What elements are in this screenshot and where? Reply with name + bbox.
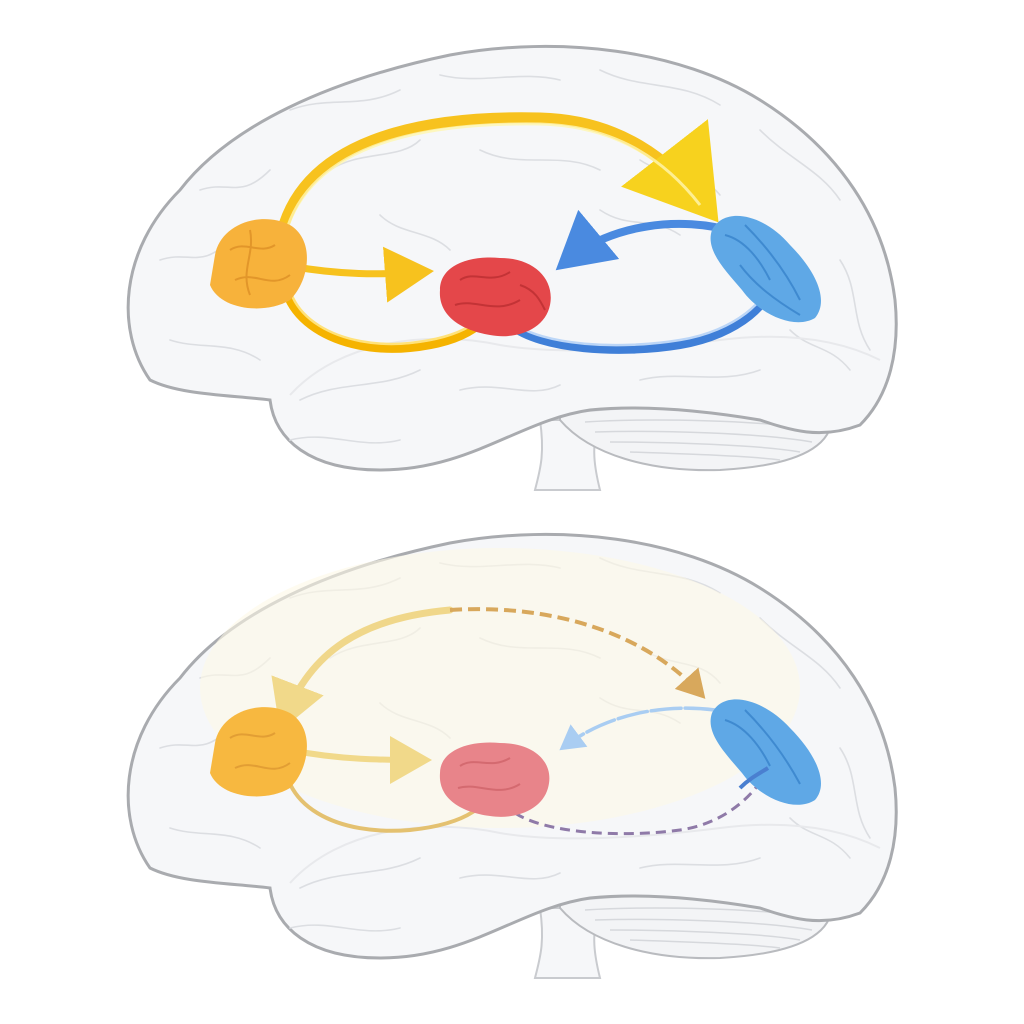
posterior-region — [710, 699, 821, 805]
frontal-to-central-arrow — [286, 246, 434, 303]
frontal-to-posterior-arc — [274, 112, 719, 246]
central-region — [439, 742, 550, 817]
dashed-central-posterior-loop — [514, 767, 770, 836]
frontal-region — [210, 219, 307, 309]
dashed-top-arc — [449, 607, 706, 699]
posterior-region — [710, 215, 821, 323]
intact-network-panel — [126, 44, 898, 492]
faded-posterior-to-central-arrow — [559, 706, 717, 751]
frontal-region — [210, 707, 307, 797]
faded-top-arc — [271, 606, 454, 732]
weakened-network-panel — [126, 532, 898, 980]
central-region — [439, 257, 551, 337]
